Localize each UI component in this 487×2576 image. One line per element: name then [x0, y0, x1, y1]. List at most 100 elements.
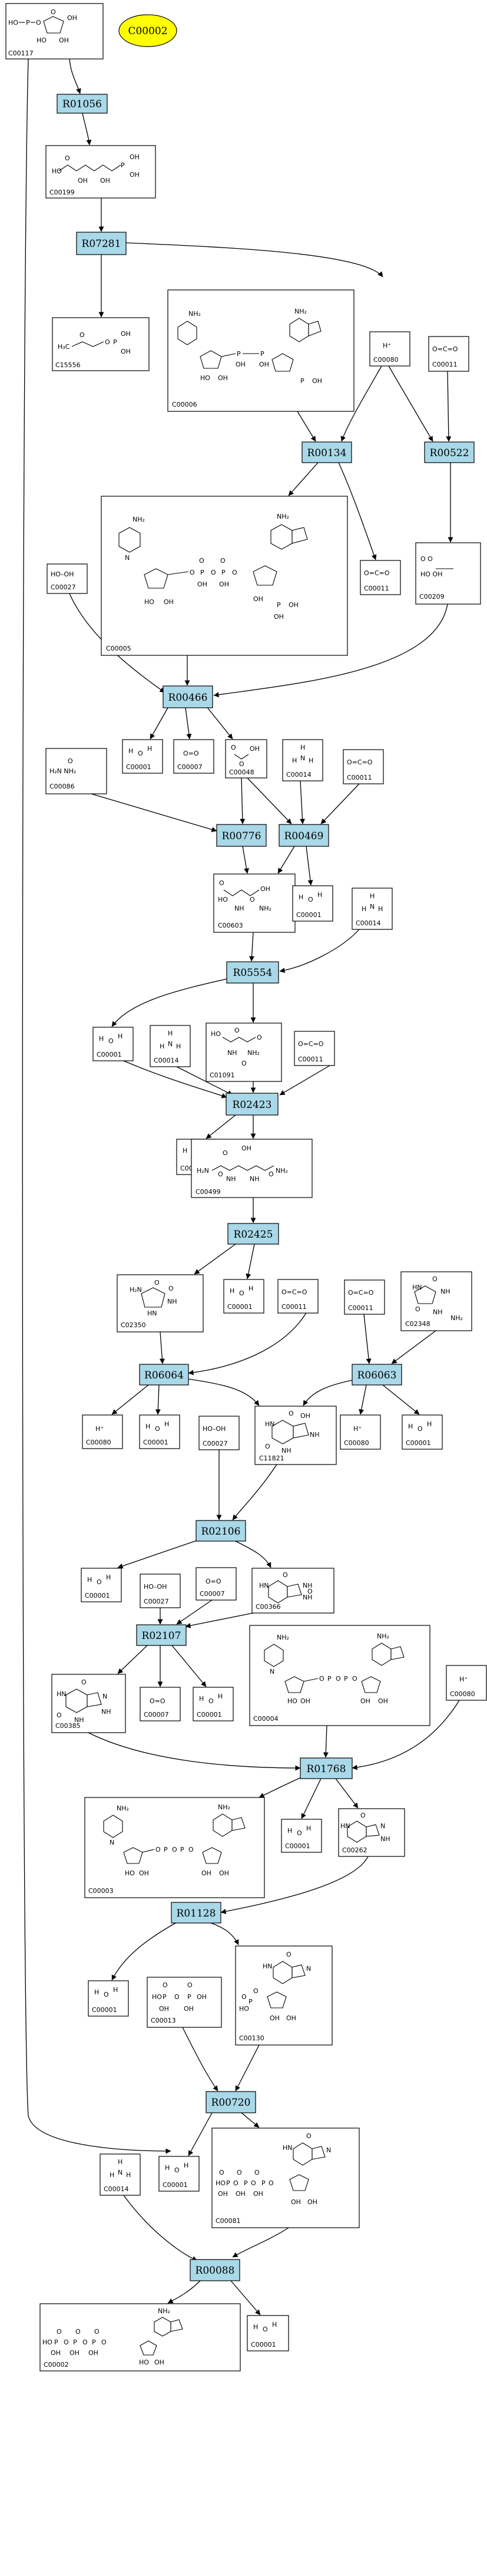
compound-C00007[interactable]: O=O C00007	[196, 1567, 237, 1601]
compound-C00499[interactable]: OH O H₂N NH₂ NH NH O O C00499	[191, 1139, 313, 1198]
compound-C00001[interactable]: H O H C00001	[122, 739, 163, 774]
reaction-R02107[interactable]: R02107	[136, 1624, 187, 1646]
compound-C11821[interactable]: O HN O NH NH OH C11821	[254, 1406, 337, 1465]
compound-C00011[interactable]: O=C=O C00011	[277, 1279, 319, 1314]
compound-C00209[interactable]: O O HO OH C00209	[415, 542, 481, 605]
compound-C00001[interactable]: H O H C00001	[193, 1687, 234, 1721]
compound-C00005[interactable]: NH₂ N O P O P O O O OH OH NH₂ HO OH	[101, 496, 348, 656]
compound-C00080[interactable]: H⁺ C00080	[340, 1414, 381, 1450]
compound-C00014[interactable]: H H N H C00014	[352, 888, 393, 930]
compound-C00011[interactable]: O=C=O C00011	[360, 560, 401, 595]
compound-C00117[interactable]: HO P O O OH OH HO C00117	[5, 3, 104, 60]
svg-text:P: P	[300, 377, 304, 385]
compound-C02350[interactable]: H₂N O O HN NH C02350	[117, 1274, 204, 1332]
reaction-R00720[interactable]: R00720	[206, 2091, 256, 2113]
reaction-R02106[interactable]: R02106	[196, 1520, 246, 1542]
compound-C00081[interactable]: O HN N O O O HO P O P O P O OH OH OH OH	[211, 2128, 360, 2228]
edge	[188, 1312, 307, 1376]
compound-C01091[interactable]: HO O NH NH₂ O O C01091	[206, 1023, 282, 1082]
compound-C00366[interactable]: O HN NH NH O C00366	[251, 1568, 334, 1614]
svg-text:H: H	[147, 745, 152, 753]
reaction-R00466[interactable]: R00466	[163, 685, 213, 708]
edge	[277, 846, 295, 874]
compound-C00603[interactable]: O OH HO NH NH₂ O C00603	[213, 873, 296, 933]
reaction-R02425[interactable]: R02425	[227, 1223, 279, 1245]
reaction-R05554[interactable]: R05554	[226, 961, 279, 984]
edge	[188, 1378, 260, 1406]
edge	[446, 371, 452, 442]
reaction-R00776[interactable]: R00776	[216, 824, 267, 847]
compound-C00001[interactable]: H O H C00001	[292, 885, 333, 922]
compound-C02348[interactable]: O HN NH O NH NH₂ C02348	[400, 1271, 472, 1331]
compound-C00001[interactable]: H O H C00001	[402, 1414, 443, 1450]
compound-C00006[interactable]: NH₂ P P OH OH NH₂ HO OH P OH C00006	[167, 289, 355, 412]
svg-text:N: N	[306, 1965, 311, 1973]
svg-text:H: H	[110, 2171, 114, 2179]
svg-text:OH: OH	[307, 2198, 317, 2206]
compound-C00001[interactable]: H O H C00001	[158, 2156, 200, 2192]
compound-C00001[interactable]: H O H C00001	[139, 1414, 180, 1449]
svg-text:R02106: R02106	[201, 1526, 241, 1538]
compound-C15556[interactable]: H₃C O O P OH OH C15556	[52, 317, 150, 371]
compound-C00007[interactable]: O=O C00007	[140, 1687, 181, 1721]
svg-text:NH₂: NH₂	[377, 1632, 389, 1640]
compound-C00130[interactable]: O HN N O P HO O OH OH C00130	[235, 1945, 333, 2046]
compound-C00002[interactable]: NH₂ O O O HO P O P O P O OH OH OH HO OH	[39, 2303, 241, 2371]
compound-C00001[interactable]: H O H C00001	[92, 1027, 134, 1061]
svg-text:NH₂: NH₂	[188, 310, 201, 318]
compound-C00027[interactable]: HO–OH C00027	[198, 1416, 240, 1450]
reaction-R06064[interactable]: R06064	[139, 1364, 189, 1386]
compound-C00262[interactable]: O HN N NH C00262	[338, 1808, 405, 1857]
edge	[297, 411, 316, 442]
reaction-R01056[interactable]: R01056	[57, 94, 108, 114]
compound-C00014[interactable]: H H N H C00014	[100, 2153, 141, 2196]
compound-C00080[interactable]: H⁺ C00080	[82, 1414, 123, 1449]
compound-C00003[interactable]: NH₂ N O P O P O NH₂ HO OH OH OH C00003	[84, 1797, 265, 1898]
compound-C00014[interactable]: H H N H C00014	[282, 739, 323, 781]
svg-text:C00209: C00209	[419, 593, 445, 601]
compound-C00011[interactable]: O=C=O C00011	[343, 749, 384, 784]
compound-C00199[interactable]: HO O OH OH P OH OH C00199	[45, 145, 156, 199]
compound-C00385[interactable]: O HN N O NH NH C00385	[51, 1674, 126, 1733]
compound-C00048[interactable]: O OH O C00048	[225, 739, 267, 779]
svg-text:HN: HN	[283, 2144, 293, 2152]
compound-C00011[interactable]: O=C=O C00011	[344, 1279, 385, 1315]
compound-C00080[interactable]: H⁺ C00080	[369, 331, 410, 367]
svg-text:C00001: C00001	[251, 2341, 276, 2349]
svg-text:H: H	[145, 1423, 150, 1430]
compound-C00004[interactable]: NH₂ N O P O P O NH₂ HO OH OH OH C00004	[249, 1625, 430, 1726]
reaction-R00469[interactable]: R00469	[279, 824, 329, 847]
svg-text:O: O	[75, 2328, 81, 2336]
reaction-R00088[interactable]: R00088	[190, 2259, 240, 2281]
compound-C00014[interactable]: H H N H C00014	[150, 1025, 191, 1067]
compound-C00027[interactable]: HO–OH C00027	[47, 563, 88, 594]
compound-C00001[interactable]: H O H C00001	[88, 1980, 129, 2017]
compound-C00001[interactable]: H O H C00001	[247, 2315, 289, 2351]
reaction-R01768[interactable]: R01768	[300, 1757, 353, 1779]
reaction-R00134[interactable]: R00134	[302, 441, 352, 463]
compound-C00001[interactable]: H O H C00001	[223, 1279, 264, 1314]
compound-C00027[interactable]: HO–OH C00027	[140, 1574, 181, 1608]
svg-text:O: O	[65, 154, 70, 162]
compound-C00007[interactable]: O=O C00007	[173, 739, 214, 774]
svg-text:N: N	[270, 1668, 274, 1675]
reaction-R01128[interactable]: R01128	[171, 1902, 221, 1924]
molecule-structure: H⁺	[95, 1425, 104, 1433]
compound-C00001[interactable]: H O H C00001	[81, 1568, 122, 1602]
svg-text:NH₂: NH₂	[277, 1634, 289, 1641]
compound-C00001[interactable]: H O H C00001	[281, 1819, 322, 1853]
molecule-structure: H O H	[199, 1693, 223, 1705]
compound-C00080[interactable]: H⁺ C00080	[446, 1665, 487, 1701]
highlight-tag[interactable]: C00002	[118, 14, 177, 47]
svg-text:C00117: C00117	[8, 50, 34, 57]
reaction-R07281[interactable]: R07281	[76, 232, 127, 255]
svg-text:R06064: R06064	[144, 1370, 184, 1381]
reaction-R06063[interactable]: R06063	[352, 1364, 402, 1386]
compound-C00011[interactable]: O=C=O C00011	[428, 336, 469, 372]
compound-C00086[interactable]: O H₂N NH₂ C00086	[45, 748, 107, 794]
svg-text:O: O	[57, 1711, 62, 1719]
compound-C00013[interactable]: O O HO P O P OH OH OH C00013	[147, 1977, 222, 2028]
reaction-R00522[interactable]: R00522	[424, 441, 475, 463]
reaction-R02423[interactable]: R02423	[226, 1093, 279, 1116]
compound-C00011[interactable]: O=C=O C00011	[294, 1031, 335, 1066]
